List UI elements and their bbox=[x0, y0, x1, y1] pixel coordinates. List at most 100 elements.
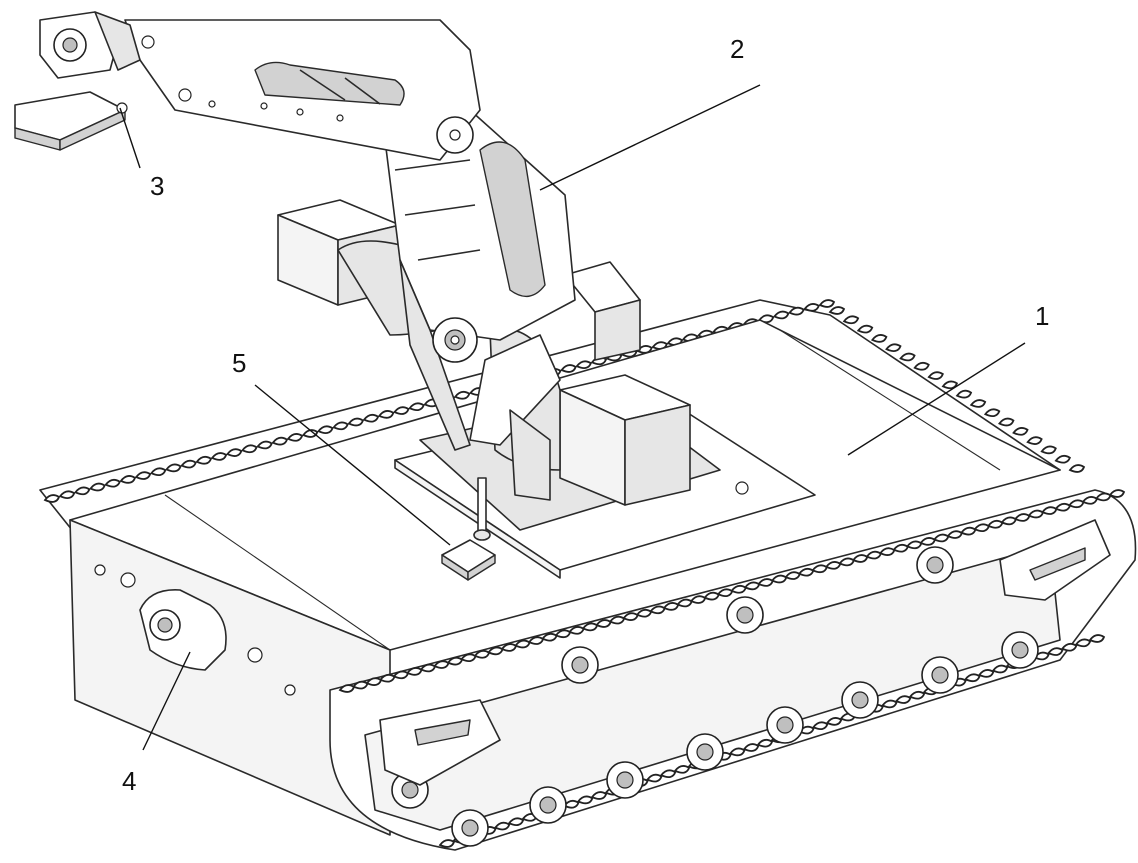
callout-2: 2 bbox=[539, 34, 761, 191]
track-link bbox=[773, 310, 790, 320]
track-link bbox=[825, 717, 843, 726]
track-link bbox=[1040, 445, 1057, 455]
track-link bbox=[991, 664, 1009, 674]
callout-4: 4 bbox=[122, 651, 191, 796]
road-wheel-hub bbox=[776, 716, 794, 734]
track-link bbox=[1026, 436, 1043, 445]
track-link bbox=[286, 433, 304, 442]
track-link bbox=[842, 315, 860, 325]
callout-label-4: 4 bbox=[122, 766, 136, 796]
road-wheel-hub bbox=[851, 691, 869, 709]
callout-label-2: 2 bbox=[730, 34, 744, 64]
track-link bbox=[89, 482, 106, 492]
track-link bbox=[913, 361, 930, 371]
track-link bbox=[332, 421, 349, 431]
track-link bbox=[659, 769, 677, 779]
road-wheel-hub bbox=[616, 771, 634, 789]
track-link bbox=[301, 429, 319, 438]
track-link bbox=[195, 455, 213, 465]
track-link bbox=[870, 334, 888, 343]
track-link bbox=[881, 699, 898, 709]
track-link bbox=[58, 490, 76, 499]
road-wheel-hub bbox=[539, 796, 557, 814]
track-link bbox=[119, 475, 137, 484]
track-link bbox=[225, 448, 243, 457]
track-link bbox=[729, 747, 746, 757]
track-link bbox=[788, 306, 805, 316]
road-wheel-hub bbox=[571, 656, 589, 674]
track-link bbox=[894, 695, 912, 704]
track-link bbox=[104, 478, 121, 488]
track-link bbox=[941, 380, 959, 390]
front-servo bbox=[139, 589, 227, 671]
track-link bbox=[899, 352, 916, 362]
track-link bbox=[408, 402, 425, 412]
track-link bbox=[1054, 454, 1071, 464]
road-wheel-hub bbox=[931, 666, 949, 684]
track-link bbox=[964, 673, 981, 683]
track-link bbox=[818, 299, 836, 308]
track-link bbox=[317, 425, 334, 434]
road-wheel-hub bbox=[461, 819, 479, 837]
track-link bbox=[576, 795, 594, 805]
track-link bbox=[438, 839, 456, 848]
track-link bbox=[393, 406, 410, 415]
track-link bbox=[590, 791, 608, 800]
track-link bbox=[828, 306, 846, 315]
robotic-arm bbox=[124, 19, 641, 501]
track-link bbox=[165, 463, 182, 473]
track-link bbox=[362, 413, 380, 423]
track-link bbox=[1047, 647, 1064, 656]
track-link bbox=[560, 364, 577, 373]
track-link bbox=[856, 324, 874, 334]
track-link bbox=[453, 390, 471, 400]
track-link bbox=[493, 821, 511, 831]
track-link bbox=[812, 721, 829, 731]
road-wheel-hub bbox=[926, 556, 944, 574]
track-link bbox=[673, 765, 691, 774]
track-link bbox=[134, 471, 152, 480]
track-link bbox=[977, 669, 995, 678]
track-link bbox=[210, 452, 228, 461]
track-link bbox=[271, 436, 289, 446]
track-link bbox=[1088, 634, 1106, 643]
track-link bbox=[563, 799, 580, 809]
road-wheel-hub bbox=[401, 781, 419, 799]
road-wheel-hub bbox=[1011, 641, 1029, 659]
track-link bbox=[241, 444, 258, 454]
callout-label-5: 5 bbox=[232, 348, 246, 378]
track-link bbox=[377, 410, 395, 419]
callout-3: 3 bbox=[119, 107, 164, 201]
track-link bbox=[1108, 489, 1126, 498]
track-link bbox=[575, 360, 592, 369]
track-link bbox=[885, 343, 902, 352]
front-track bbox=[329, 489, 1137, 851]
track-link bbox=[969, 399, 987, 408]
callout-label-1: 1 bbox=[1035, 301, 1049, 331]
track-link bbox=[256, 440, 273, 450]
track-link bbox=[983, 408, 1001, 418]
track-link bbox=[1074, 638, 1092, 648]
track-link bbox=[908, 690, 926, 700]
track-link bbox=[43, 494, 61, 503]
track-link bbox=[998, 417, 1015, 427]
track-link bbox=[636, 345, 653, 354]
road-wheel-hub bbox=[736, 606, 754, 624]
track-link bbox=[927, 371, 944, 380]
track-link bbox=[180, 459, 197, 469]
track-link bbox=[507, 817, 525, 827]
track-link bbox=[742, 743, 760, 752]
sensor-probe bbox=[441, 477, 496, 581]
callout-label-3: 3 bbox=[150, 171, 164, 201]
track-link bbox=[646, 773, 663, 783]
gripper bbox=[14, 11, 141, 151]
track-link bbox=[73, 486, 91, 496]
track-link bbox=[149, 467, 167, 477]
track-link bbox=[1068, 464, 1086, 473]
track-link bbox=[1060, 642, 1078, 652]
track-link bbox=[756, 738, 774, 748]
track-link bbox=[803, 303, 820, 312]
callout-5: 5 bbox=[232, 348, 451, 546]
track-link bbox=[347, 417, 365, 427]
